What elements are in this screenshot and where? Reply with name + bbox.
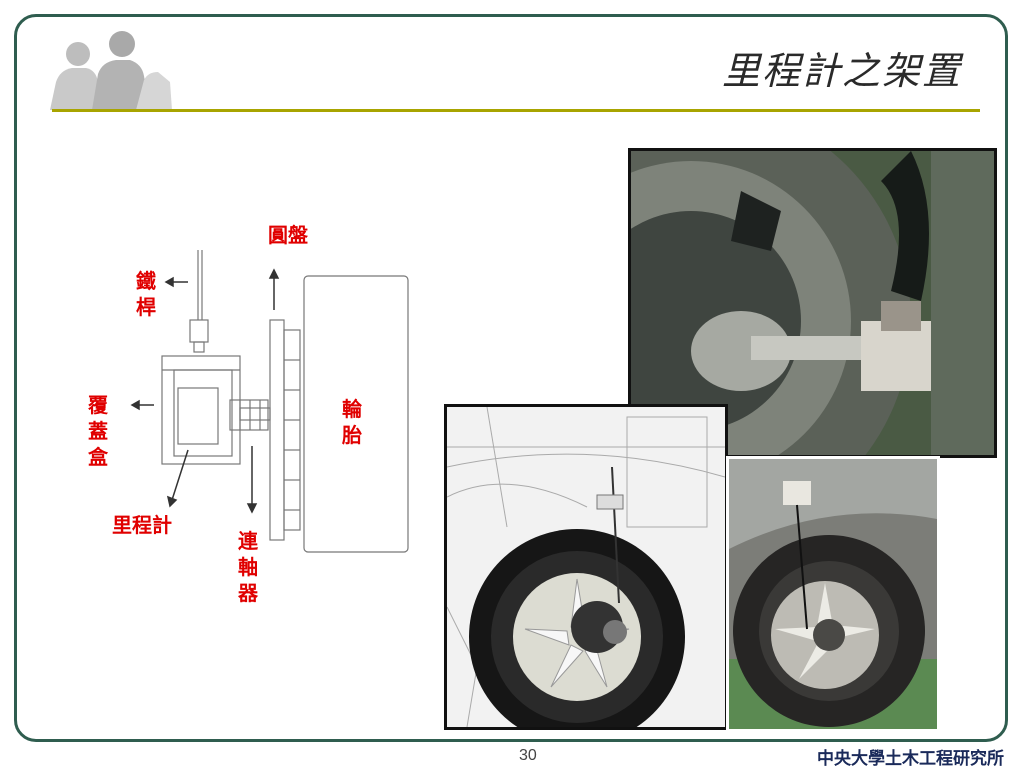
- people-silhouette-icon: [40, 22, 180, 110]
- cover-box-label: 覆蓋盒: [88, 393, 108, 469]
- disc-label: 圓盤: [268, 223, 308, 247]
- cad-wheel-render: [444, 404, 728, 730]
- odometer-label: 里程計: [112, 513, 172, 537]
- tire-shape: [303, 275, 409, 553]
- installed-wheel-photo: [726, 456, 940, 732]
- slide-title: 里程計之架置: [721, 49, 962, 93]
- disc-shape: [269, 319, 285, 541]
- slide-frame: [14, 14, 1008, 742]
- tire-label: 輪胎: [342, 397, 362, 447]
- coupler-shape: [229, 399, 269, 431]
- cad-wheel-icon: [447, 407, 725, 727]
- installed-odometer-photo-icon: [729, 459, 937, 729]
- title-underline: [52, 109, 980, 112]
- page-number: 30: [519, 747, 537, 764]
- odometer-shape: [177, 387, 219, 445]
- footer-org: 中央大學土木工程研究所: [817, 749, 1004, 769]
- rod-label: 鐵桿: [136, 269, 156, 319]
- odometer-mount-diagram: [130, 250, 409, 553]
- coupler-label: 連軸器: [238, 529, 258, 605]
- wheel-hub-odometer-photo-icon: [631, 151, 994, 455]
